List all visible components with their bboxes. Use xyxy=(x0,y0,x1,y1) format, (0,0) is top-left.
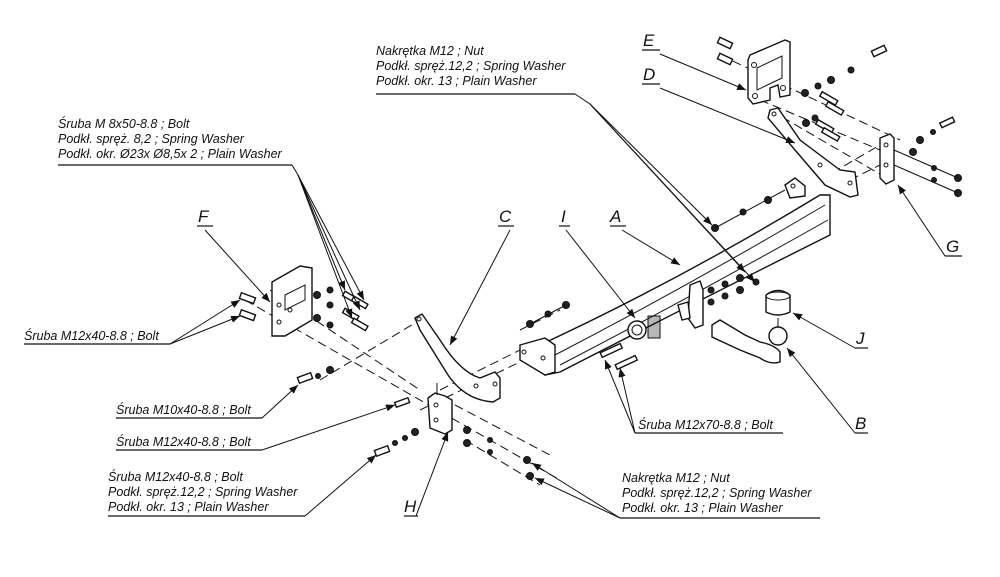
leader-lines xyxy=(24,49,962,519)
callout-line: Podkł. spręż. 8,2 ; Spring Washer xyxy=(58,132,244,146)
callout-bottom-left-bolt: Śruba M12x40-8.8 ; Bolt Podkł. spręż.12,… xyxy=(108,470,297,515)
part-label-e: E xyxy=(643,31,655,50)
part-a-crossbar xyxy=(519,177,831,376)
part-e-bolts xyxy=(716,36,888,143)
callout-line: Śruba M12x40-8.8 ; Bolt xyxy=(24,329,159,343)
callout-line: Podkł. spręż.12,2 ; Spring Washer xyxy=(108,485,298,499)
ball-mount-bracket xyxy=(677,280,704,329)
part-h-bracket xyxy=(427,383,453,435)
assembly-dashed-lines xyxy=(244,54,901,486)
part-label-b: B xyxy=(855,414,867,433)
part-h-fasteners xyxy=(296,366,534,480)
part-label-j: J xyxy=(856,329,865,348)
callout-line: Śruba M 8x50-8.8 ; Bolt xyxy=(58,117,190,131)
part-i-socket-plate xyxy=(627,315,661,340)
callout-left-bolt-m10: Śruba M10x40-8.8 ; Bolt xyxy=(116,403,251,418)
crossbar-left-fasteners xyxy=(526,301,570,328)
callout-line: Śruba M12x40-8.8 ; Bolt xyxy=(108,470,243,484)
part-d-arm xyxy=(767,107,859,198)
callout-left-bolt-m12-b: Śruba M12x40-8.8 ; Bolt xyxy=(116,435,251,450)
part-label-f: F xyxy=(198,207,209,226)
part-label-c: C xyxy=(499,207,512,226)
part-b-towball xyxy=(711,318,788,364)
callout-top-nut: Nakrętka M12 ; Nut Podkł. spręż.12,2 ; S… xyxy=(376,44,565,89)
part-label-i: I xyxy=(561,207,566,226)
callout-line: Nakrętka M12 ; Nut xyxy=(376,44,484,58)
part-label-g: G xyxy=(946,237,960,256)
part-c-arm xyxy=(414,313,501,403)
callout-bottom-right-nut: Nakrętka M12 ; Nut Podkł. spręż.12,2 ; S… xyxy=(622,471,811,516)
callout-left-bolt-m12-a: Śruba M12x40-8.8 ; Bolt xyxy=(24,329,159,344)
callout-line: Podkł. okr. 13 ; Plain Washer xyxy=(376,74,537,88)
callout-line: Nakrętka M12 ; Nut xyxy=(622,471,730,485)
part-f-bracket xyxy=(271,265,313,337)
part-label-h: H xyxy=(404,497,417,516)
center-bolts xyxy=(599,342,639,371)
part-label-a: A xyxy=(610,207,622,226)
part-g-bracket xyxy=(879,133,895,185)
callout-line: Podkł. spręż.12,2 ; Spring Washer xyxy=(376,59,566,73)
callout-center-bolt-m12x70: Śruba M12x70-8.8 ; Bolt xyxy=(638,418,773,433)
part-g-fasteners xyxy=(893,116,962,197)
callout-line: Podkł. okr. 13 ; Plain Washer xyxy=(108,500,269,514)
callout-line: Podkł. okr. Ø23x Ø8,5x 2 ; Plain Washer xyxy=(58,147,282,161)
callout-line: Śruba M12x70-8.8 ; Bolt xyxy=(638,418,773,432)
ball-mount-nuts xyxy=(707,189,786,306)
callout-left-bolt-m8: Śruba M 8x50-8.8 ; Bolt Podkł. spręż. 8,… xyxy=(58,117,282,162)
callout-line: Śruba M12x40-8.8 ; Bolt xyxy=(116,435,251,449)
callout-line: Podkł. okr. 13 ; Plain Washer xyxy=(622,501,783,515)
part-label-d: D xyxy=(643,65,656,84)
callout-line: Śruba M10x40-8.8 ; Bolt xyxy=(116,403,251,417)
part-e-bracket xyxy=(747,39,791,105)
part-j-cap xyxy=(765,289,791,316)
callout-line: Podkł. spręż.12,2 ; Spring Washer xyxy=(622,486,812,500)
